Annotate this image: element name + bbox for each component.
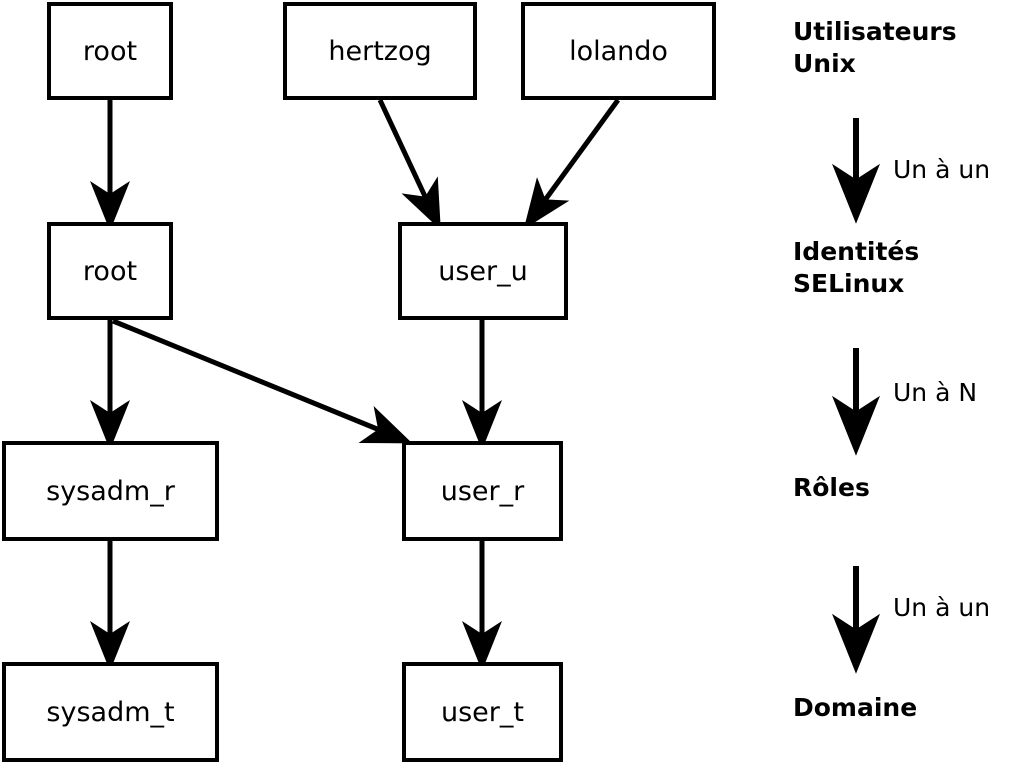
- node-label: user_u: [438, 255, 528, 287]
- node-label: user_r: [440, 475, 525, 507]
- legend-relation-label-rel-unix-to-identity: Un à un: [893, 155, 991, 184]
- node-unix_root[interactable]: root: [47, 2, 173, 100]
- legend-layer-selinux-identities: Identités SELinux: [793, 237, 920, 298]
- node-label: hertzog: [328, 35, 432, 67]
- legend-relation-label-rel-role-to-domain: Un à un: [893, 593, 991, 622]
- legend-layer-unix-users: Utilisateurs Unix: [793, 17, 957, 78]
- node-label: root: [82, 35, 138, 67]
- node-id_user_u[interactable]: user_u: [398, 222, 568, 320]
- legend-relation-label-rel-identity-to-role: Un à N: [893, 378, 978, 407]
- legend-layer-roles: Rôles: [793, 473, 870, 502]
- node-label: root: [82, 255, 138, 287]
- node-dom_sysadm_t[interactable]: sysadm_t: [2, 662, 219, 762]
- node-label: lolando: [569, 35, 668, 67]
- edge-id_root-to-role_user_r: [112, 318, 413, 444]
- node-dom_user_t[interactable]: user_t: [402, 662, 563, 762]
- edge-unix_lolando-to-id_user_u: [523, 98, 621, 230]
- edge-unix_hertzog-to-id_user_u: [377, 98, 441, 231]
- node-label: sysadm_t: [46, 696, 175, 728]
- legend-layer-domains: Domaine: [793, 693, 918, 722]
- node-label: sysadm_r: [46, 475, 175, 507]
- node-unix_hertzog[interactable]: hertzog: [283, 2, 477, 100]
- node-id_root[interactable]: root: [47, 222, 173, 320]
- node-role_user_r[interactable]: user_r: [402, 441, 563, 541]
- node-role_sysadm_r[interactable]: sysadm_r: [2, 441, 219, 541]
- node-label: user_t: [441, 696, 524, 728]
- node-unix_lolando[interactable]: lolando: [521, 2, 716, 100]
